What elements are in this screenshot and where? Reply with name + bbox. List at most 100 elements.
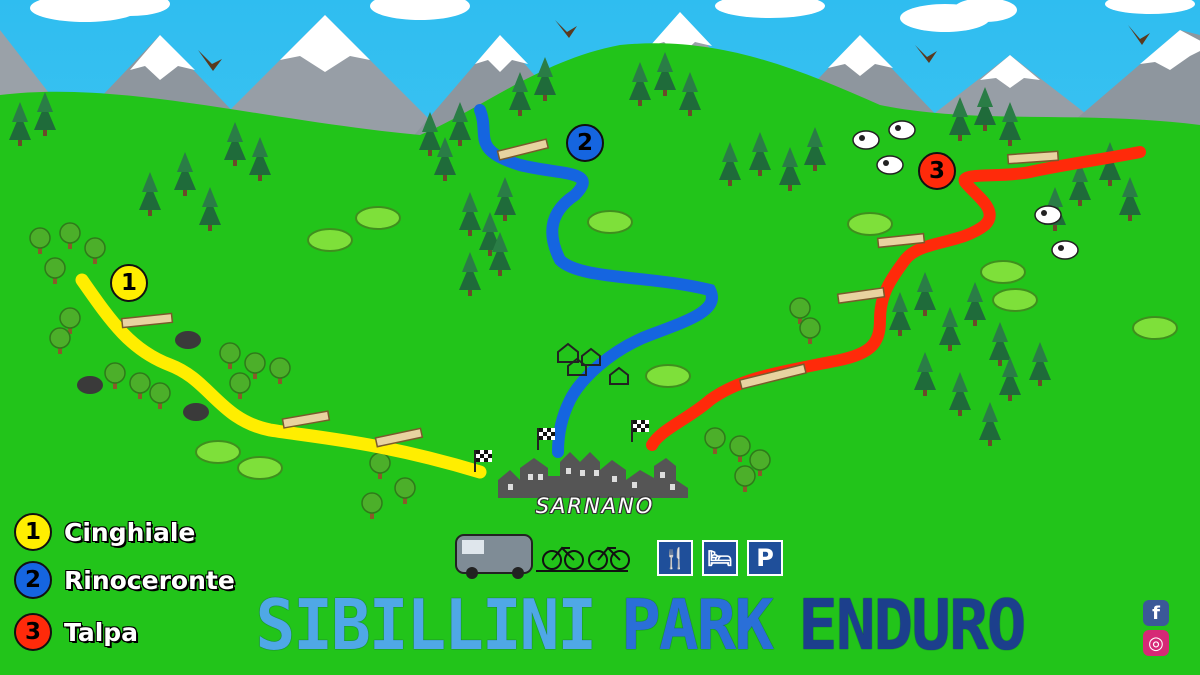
camper-van-icon: [455, 534, 533, 579]
pine-tree-top: [782, 147, 798, 167]
cow: [888, 120, 916, 140]
flag-square: [488, 450, 492, 454]
flag-square: [633, 420, 637, 424]
bush: [195, 440, 241, 464]
pine-tree: [34, 104, 56, 130]
leafy-tree: [59, 222, 81, 244]
leafy-tree: [219, 342, 241, 364]
pine-trunk: [788, 185, 792, 191]
flag-square: [551, 428, 555, 432]
legend-badge-2: 2: [14, 561, 52, 599]
legend-item-rinoceronte[interactable]: 2 Rinoceronte: [14, 560, 294, 600]
flag-square: [480, 450, 484, 454]
pine-trunk: [488, 250, 492, 256]
trail-2-path: [474, 104, 718, 458]
leafy-tree: [799, 317, 821, 339]
pine-tree-top: [942, 307, 958, 327]
flag-square: [637, 420, 641, 424]
pine-tree-top: [452, 102, 468, 122]
pine-tree-top: [422, 112, 438, 132]
flag-square: [480, 454, 484, 458]
legend-item-talpa[interactable]: 3 Talpa: [14, 612, 294, 652]
pine-trunk: [898, 330, 902, 336]
flag-square: [539, 428, 543, 432]
bush: [992, 288, 1038, 312]
trail-3-marker: 3: [918, 152, 956, 190]
bush: [355, 206, 401, 230]
pine-trunk: [543, 95, 547, 101]
flag-square: [476, 458, 480, 462]
cow-spot: [883, 160, 889, 166]
pine-trunk: [183, 190, 187, 196]
facebook-icon[interactable]: f: [1143, 600, 1169, 626]
flag-square: [543, 432, 547, 436]
pine-trunk: [983, 125, 987, 131]
pine-tree-top: [252, 137, 268, 157]
flag-square: [488, 458, 492, 462]
cow-spot: [859, 135, 865, 141]
flag-square: [484, 454, 488, 458]
pine-trunk: [958, 135, 962, 141]
flag-square: [645, 424, 649, 428]
pine-tree: [449, 114, 471, 140]
bush: [1132, 316, 1178, 340]
flag-square: [641, 424, 645, 428]
instagram-icon[interactable]: ◎: [1143, 630, 1169, 656]
pine-tree-top: [657, 52, 673, 72]
bush: [307, 228, 353, 252]
leafy-tree: [361, 492, 383, 514]
pine-tree-top: [1002, 357, 1018, 377]
pine-trunk: [1008, 140, 1012, 146]
flag-square: [476, 450, 480, 454]
pine-tree-top: [632, 62, 648, 82]
pine-tree-top: [992, 322, 1008, 342]
bush: [980, 260, 1026, 284]
trail-1-path: [75, 273, 487, 479]
pine-trunk: [208, 225, 212, 231]
pine-tree-top: [1002, 102, 1018, 122]
pine-tree-top: [437, 137, 453, 157]
pine-trunk: [1108, 180, 1112, 186]
flag-square: [547, 432, 551, 436]
pine-tree: [914, 364, 936, 390]
pine-trunk: [948, 345, 952, 351]
restaurant-icon: 🍴: [657, 540, 693, 576]
parking-icon: P: [747, 540, 783, 576]
flag-square: [543, 428, 547, 432]
cow-spot: [895, 125, 901, 131]
leafy-tree: [49, 327, 71, 349]
pine-tree-top: [37, 92, 53, 112]
flag-square: [480, 458, 484, 462]
pine-trunk: [923, 390, 927, 396]
deciduous-trees: [29, 222, 821, 519]
wild-boars: [77, 331, 209, 421]
cow: [852, 130, 880, 150]
pine-tree: [494, 189, 516, 215]
leafy-tree: [269, 357, 291, 379]
pine-tree-top: [1122, 177, 1138, 197]
eagles: [198, 20, 1150, 71]
flag-square: [551, 436, 555, 440]
town-skyline: [498, 452, 688, 498]
legend-badge-3: 3: [14, 613, 52, 651]
pine-trunk: [443, 175, 447, 181]
pine-tree: [964, 294, 986, 320]
pine-tree: [949, 109, 971, 135]
pine-tree: [804, 139, 826, 165]
pine-tree-top: [977, 87, 993, 107]
trail-1-marker: 1: [110, 264, 148, 302]
hotel-bed-icon: 🛏: [702, 540, 738, 576]
pine-tree: [1099, 154, 1121, 180]
pine-trunk: [458, 140, 462, 146]
pine-tree-top: [497, 177, 513, 197]
flag-square: [488, 454, 492, 458]
pine-tree: [779, 159, 801, 185]
flag-square: [637, 428, 641, 432]
leafy-tree: [44, 257, 66, 279]
leafy-tree: [789, 297, 811, 319]
legend-item-cinghiale[interactable]: 1 Cinghiale: [14, 512, 294, 552]
pine-tree-top: [917, 272, 933, 292]
pine-tree: [459, 204, 481, 230]
